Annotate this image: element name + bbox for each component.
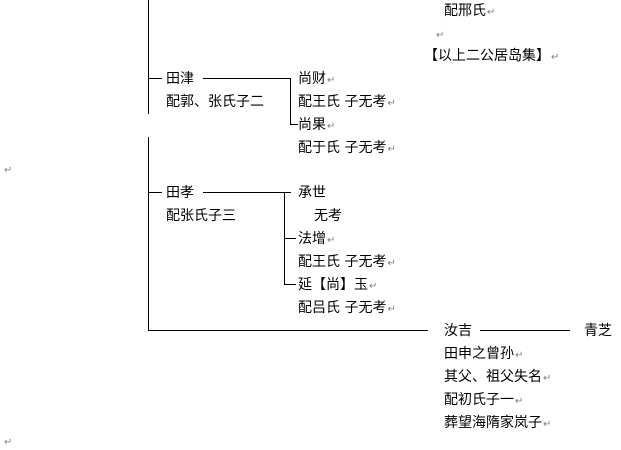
ru-ji-text: 汝吉 [444,323,472,339]
shang-cai-name: 尚财↵ [298,70,335,90]
wife-xing-line: 配邢氏↵ [444,2,495,22]
branch-line-tian-xiao [148,192,162,193]
ru-ji-name: 汝吉 [444,322,472,340]
tian-xiao-text: 田孝 [166,185,194,201]
shang-cai-wife-text: 配王氏 子无考 [298,94,387,110]
tian-jin-wife-text: 配郭、张氏子二 [166,94,264,110]
tian-jin-text: 田津 [166,71,194,87]
section-note-line: 【以上二公居岛集】↵ [424,47,559,67]
paragraph-mark-icon: ↵ [327,75,336,86]
yan-shang-yu-wife-line: 配吕氏 子无考↵ [298,299,396,319]
paragraph-mark-icon: ↵ [551,52,560,63]
ru-ji-wife-line: 配初氏子一↵ [444,391,523,411]
tian-xiao-wife-line: 配张氏子三 [166,207,236,225]
cheng-shi-name: 承世 [298,184,326,202]
shang-guo-wife-text: 配于氏 子无考 [298,140,387,156]
ru-ji-ancestry-line: 其父、祖父失名↵ [444,368,551,388]
connector-tian-xiao [203,192,291,193]
ru-ji-wife-text: 配初氏子一 [444,392,514,408]
stub-shang-guo [290,124,298,125]
tian-xiao-wife-text: 配张氏子三 [166,208,236,224]
yan-shang-yu-text: 延【尚】玉 [298,277,368,293]
shang-cai-wife-line: 配王氏 子无考↵ [298,93,396,113]
ru-ji-relation-line: 田申之曾孙↵ [444,345,523,365]
fa-zeng-wife-text: 配王氏 子无考 [298,254,387,270]
tian-jin-name: 田津 [166,70,194,88]
yan-shang-yu-name: 延【尚】玉↵ [298,276,377,296]
paragraph-mark-icon: ↵ [387,98,396,109]
shang-guo-text: 尚果 [298,117,326,133]
ru-ji-burial-text: 葬望海隋家岚子 [444,415,542,431]
trunk-line-top [148,0,149,114]
branch-line-ru-ji [148,330,428,331]
ru-ji-burial-line: 葬望海隋家岚子↵ [444,414,551,434]
tian-jin-wife-line: 配郭、张氏子二 [166,93,264,111]
cheng-shi-note: 无考 [314,207,342,225]
section-note-text: 【以上二公居岛集】 [424,48,550,64]
sons-line-tian-jin [290,78,291,125]
paragraph-mark-icon: ↵ [543,419,552,430]
qing-zhi-name: 青芝 [584,322,612,340]
paragraph-mark-icon: ↵ [387,258,396,269]
paragraph-mark-icon: ↵ [515,396,524,407]
paragraph-mark-icon: ↵ [436,30,445,41]
cheng-shi-text: 承世 [298,185,326,201]
qing-zhi-text: 青芝 [584,323,612,339]
shang-guo-name: 尚果↵ [298,116,335,136]
paragraph-mark-icon: ↵ [543,373,552,384]
paragraph-mark-icon: ↵ [327,235,336,246]
shang-guo-wife-line: 配于氏 子无考↵ [298,139,396,159]
ru-ji-ancestry-text: 其父、祖父失名 [444,369,542,385]
ru-ji-relation-text: 田申之曾孙 [444,346,514,362]
connector-ru-ji [480,330,570,331]
tian-xiao-name: 田孝 [166,184,194,202]
stub-yan-shang-yu [284,284,296,285]
cheng-shi-note-text: 无考 [314,208,342,224]
paragraph-mark-icon: ↵ [387,304,396,315]
paragraph-mark-icon: ↵ [4,437,13,448]
wife-xing-text: 配邢氏 [444,3,486,19]
trunk-line-bottom [148,137,149,330]
paragraph-mark-icon: ↵ [4,165,13,176]
shang-cai-text: 尚财 [298,71,326,87]
fa-zeng-name: 法增↵ [298,230,335,250]
connector-tian-jin [203,78,291,79]
paragraph-mark-icon: ↵ [487,7,496,18]
stub-fa-zeng [284,238,296,239]
fa-zeng-text: 法增 [298,231,326,247]
yan-shang-yu-wife-text: 配吕氏 子无考 [298,300,387,316]
paragraph-mark-icon: ↵ [327,121,336,132]
paragraph-mark-icon: ↵ [369,281,378,292]
paragraph-mark-icon: ↵ [387,144,396,155]
paragraph-mark-icon: ↵ [515,350,524,361]
branch-line-tian-jin [148,78,162,79]
fa-zeng-wife-line: 配王氏 子无考↵ [298,253,396,273]
